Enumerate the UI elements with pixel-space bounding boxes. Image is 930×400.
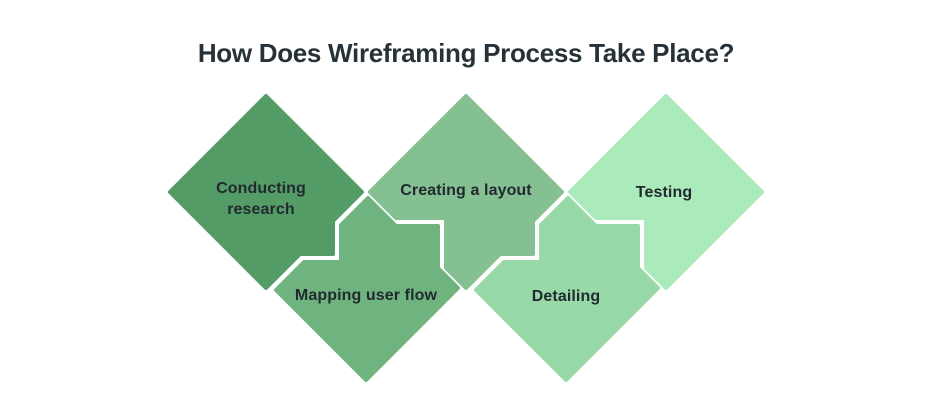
step-label-conducting-research-line1: Conducting xyxy=(216,180,306,197)
step-label-creating-a-layout: Creating a layout xyxy=(400,182,532,199)
step-label-detailing: Detailing xyxy=(532,288,600,305)
step-shape-conducting-research xyxy=(168,94,364,290)
step-shape-detailing xyxy=(474,196,660,382)
step-label-testing: Testing xyxy=(636,184,692,201)
page-title: How Does Wireframing Process Take Place? xyxy=(198,38,734,68)
step-shape-testing xyxy=(568,94,764,290)
step-shape-mapping-user-flow xyxy=(274,196,460,382)
step-label-conducting-research-line2: research xyxy=(227,201,295,218)
step-label-mapping-user-flow: Mapping user flow xyxy=(295,287,438,304)
step-shape-creating-a-layout xyxy=(368,94,564,290)
